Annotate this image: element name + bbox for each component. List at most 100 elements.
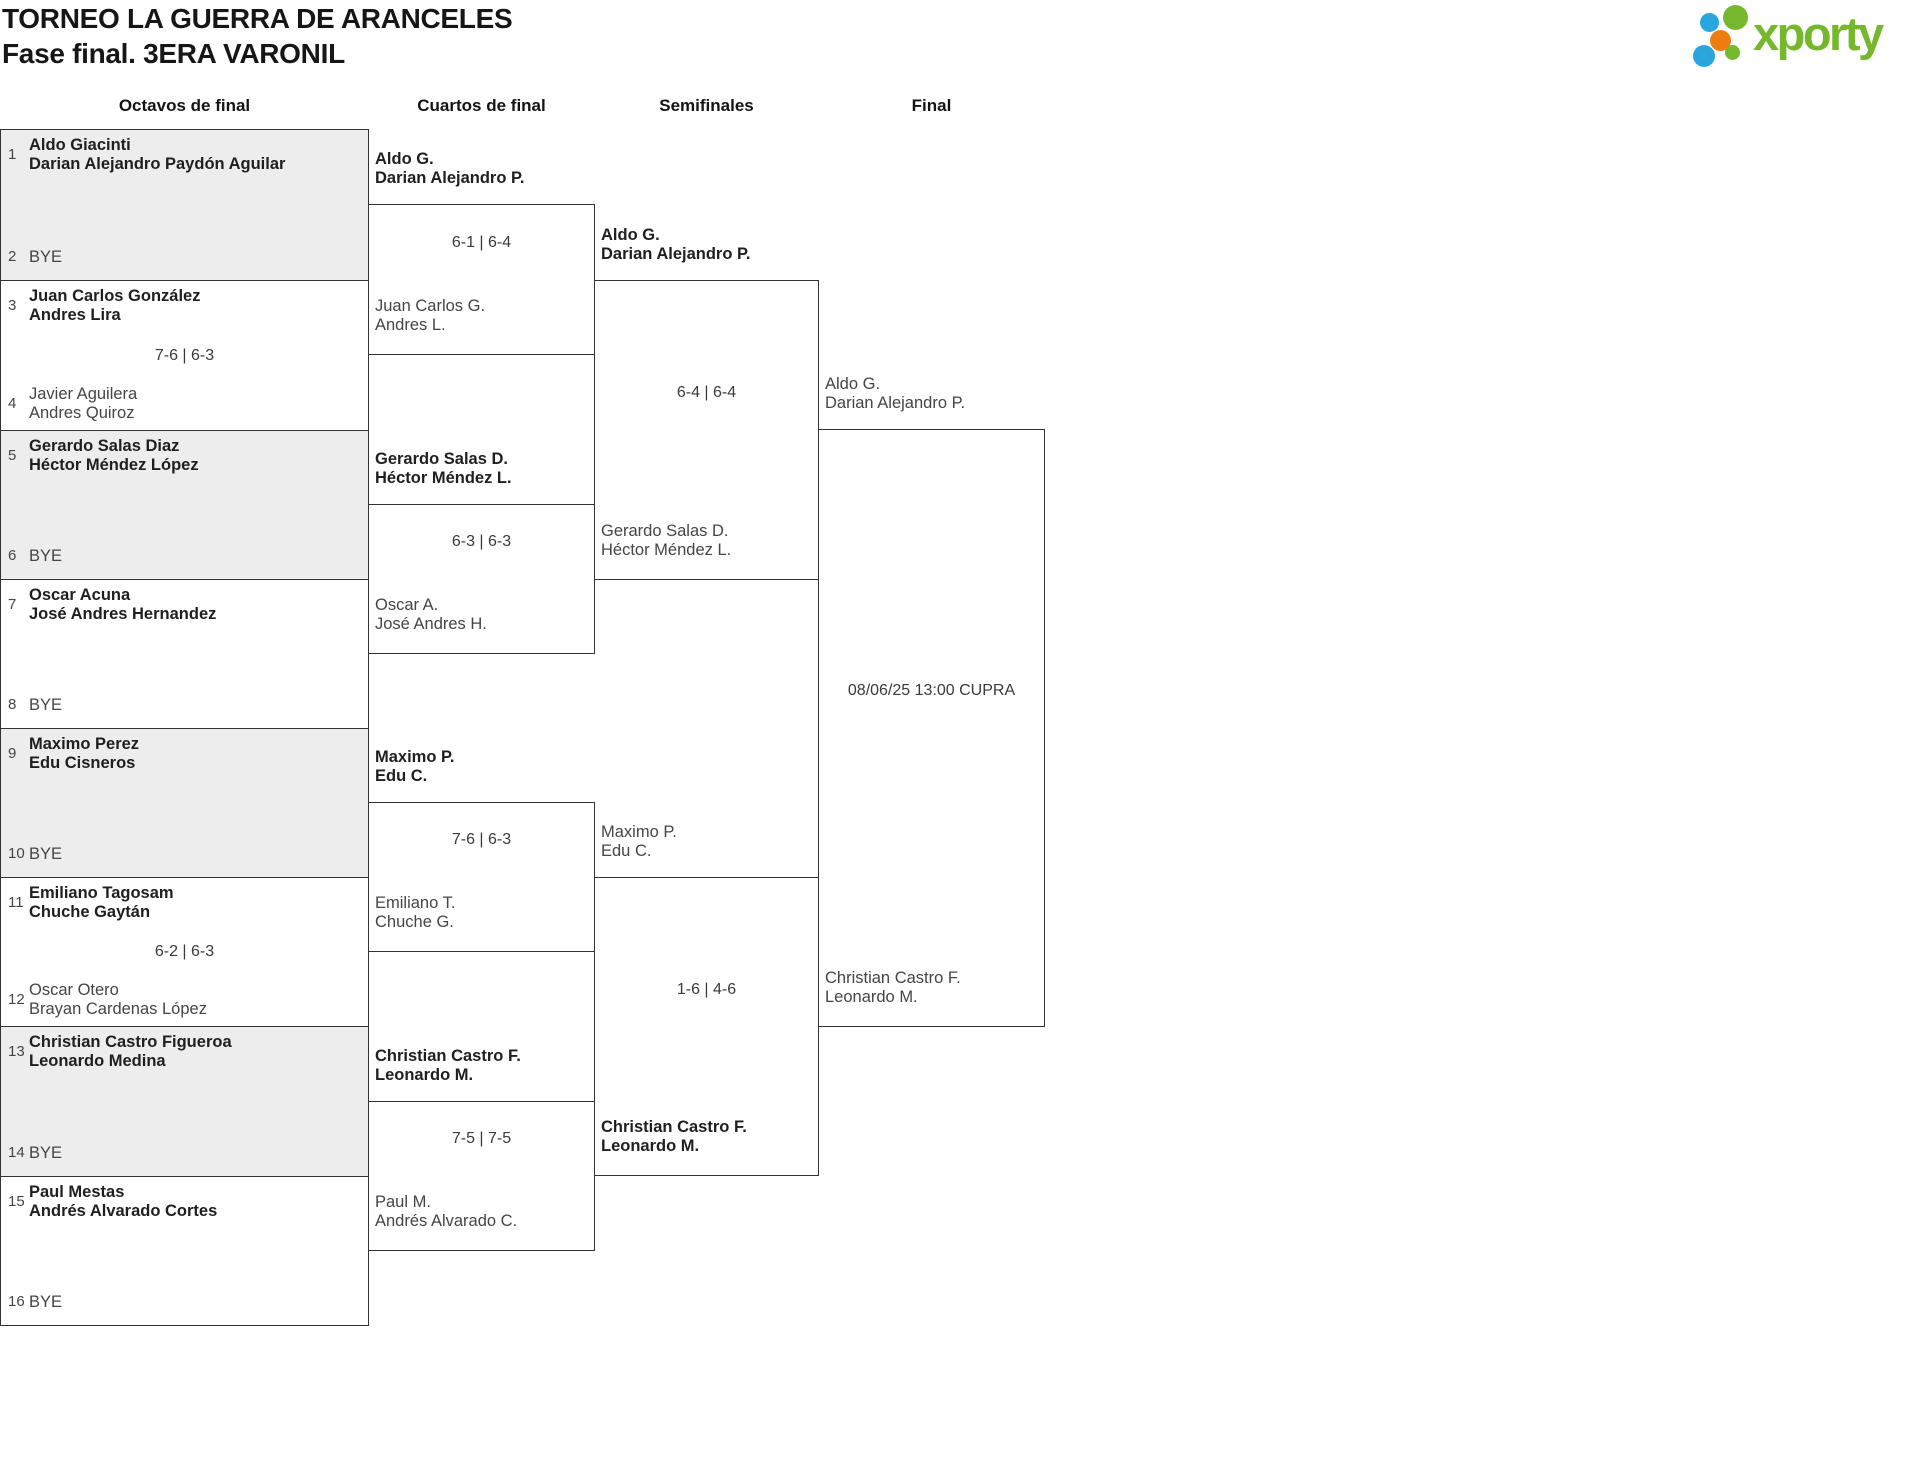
team-name: Andres L. xyxy=(375,315,446,334)
loser-names: Juan Carlos G.Andres L. xyxy=(375,297,485,334)
team-name: Edu Cisneros xyxy=(29,753,136,772)
team-name: Christian Castro Figueroa xyxy=(29,1033,232,1051)
team-name: Darian Alejandro P. xyxy=(375,168,525,187)
team-name: Chuche G. xyxy=(375,912,454,931)
team-row: 10 BYE xyxy=(1,845,368,864)
logo-dot-icon xyxy=(1723,5,1748,30)
team-name: Chuche Gaytán xyxy=(29,902,151,921)
bracket-match-cuartos-2[interactable]: Gerardo Salas D.Héctor Méndez L. 6-3 | 6… xyxy=(368,450,595,654)
match-score: 6-1 | 6-4 xyxy=(451,233,512,251)
team-name: Emiliano T. xyxy=(375,894,456,912)
team-name: BYE xyxy=(29,546,63,565)
team-name: Juan Carlos G. xyxy=(375,297,486,315)
loser-names: Maximo P.Edu C. xyxy=(601,823,677,860)
team-name: Paul M. xyxy=(375,1193,431,1211)
team-name: Héctor Méndez L. xyxy=(375,468,512,487)
team-name: Maximo P. xyxy=(375,748,455,766)
page-title: TORNEO LA GUERRA DE ARANCELES Fase final… xyxy=(2,1,513,71)
team-name: Héctor Méndez L. xyxy=(601,540,732,559)
bracket-match-semifinal-1[interactable]: Aldo G.Darian Alejandro P. 6-4 | 6-4 Ger… xyxy=(594,226,819,580)
bracket-match-final[interactable]: Aldo G.Darian Alejandro P. 08/06/25 13:0… xyxy=(818,375,1045,1027)
team-name: Leonardo M. xyxy=(601,1136,700,1155)
winner-names: Gerardo Salas D.Héctor Méndez L. xyxy=(375,450,512,487)
round-header-octavos: Octavos de final xyxy=(118,96,251,115)
logo-dot-icon xyxy=(1693,45,1715,67)
team-name: Andrés Alvarado C. xyxy=(375,1211,518,1230)
match-score: 7-5 | 7-5 xyxy=(451,1130,512,1147)
team-row: 16 BYE xyxy=(1,1293,368,1312)
team-name: Darian Alejandro Paydón Aguilar xyxy=(29,154,286,173)
team-name: Christian Castro F. xyxy=(601,1118,747,1136)
team-name: Maximo P. xyxy=(601,823,677,841)
bracket-match-cuartos-1[interactable]: Aldo G.Darian Alejandro P. 6-1 | 6-4 Jua… xyxy=(368,150,595,355)
team-name: Emiliano Tagosam xyxy=(29,884,174,902)
seed-number: 4 xyxy=(8,395,17,412)
team-row: 8 BYE xyxy=(1,696,368,715)
seed-number: 3 xyxy=(8,297,17,314)
winner-names: Aldo G.Darian Alejandro P. xyxy=(601,226,750,263)
seed-number: 13 xyxy=(8,1043,25,1060)
team-name: Andres Lira xyxy=(29,305,121,324)
team-name: Gerardo Salas Diaz xyxy=(29,437,180,455)
finalist-bottom-names: Christian Castro F.Leonardo M. xyxy=(825,969,961,1006)
tournament-name: TORNEO LA GUERRA DE ARANCELES xyxy=(2,3,513,34)
match-score: 6-4 | 6-4 xyxy=(676,384,737,401)
seed-number: 1 xyxy=(8,146,17,163)
team-name: José Andres H. xyxy=(375,614,487,633)
loser-names: Gerardo Salas D.Héctor Méndez L. xyxy=(601,522,731,559)
round-header-semifinales: Semifinales xyxy=(659,96,754,115)
seed-number: 6 xyxy=(8,547,17,565)
seed-number: 14 xyxy=(8,1144,25,1162)
seed-number: 16 xyxy=(8,1293,25,1311)
match-score: 1-6 | 4-6 xyxy=(676,980,737,998)
team-name: Gerardo Salas D. xyxy=(375,450,508,468)
team-name: BYE xyxy=(29,1143,63,1162)
seed-number: 10 xyxy=(8,845,25,863)
logo-dot-icon xyxy=(1700,13,1719,32)
team-name: Maximo Perez xyxy=(29,735,140,753)
team-name: Leonardo Medina xyxy=(29,1051,166,1070)
team-row: 2 BYE xyxy=(1,248,368,267)
team-name: José Andres Hernandez xyxy=(29,604,217,623)
xporty-logo[interactable]: xporty xyxy=(1690,0,1918,78)
team-name: Oscar Acuna xyxy=(29,586,131,604)
team-name: Aldo Giacinti xyxy=(29,136,131,154)
team-name: BYE xyxy=(29,695,63,714)
finalist-top-names: Aldo G.Darian Alejandro P. xyxy=(825,375,965,412)
team-name: Javier Aguilera xyxy=(29,385,138,403)
team-name: Edu C. xyxy=(375,766,428,785)
team-row: 6 BYE xyxy=(1,547,368,566)
team-name: Aldo G. xyxy=(601,226,660,244)
team-name: Brayan Cardenas López xyxy=(29,999,207,1018)
team-name: Leonardo M. xyxy=(375,1065,474,1084)
team-name: Andrés Alvarado Cortes xyxy=(29,1201,218,1220)
team-name: Paul Mestas xyxy=(29,1183,125,1201)
team-name: Christian Castro F. xyxy=(375,1047,521,1065)
bracket-match-cuartos-4[interactable]: Christian Castro F.Leonardo M. 7-5 | 7-5… xyxy=(368,1047,595,1251)
bracket-match-cuartos-3[interactable]: Maximo P.Edu C. 7-6 | 6-3 Emiliano T.Chu… xyxy=(368,748,595,952)
logo-wordmark: xporty xyxy=(1753,7,1884,60)
match-score: 6-3 | 6-3 xyxy=(451,533,512,550)
winner-names: Aldo G.Darian Alejandro P. xyxy=(375,150,524,187)
team-name: BYE xyxy=(29,1292,63,1311)
seed-number: 8 xyxy=(8,696,17,714)
seed-number: 7 xyxy=(8,596,17,613)
winner-names: Christian Castro F.Leonardo M. xyxy=(601,1118,747,1155)
team-name: BYE xyxy=(29,844,63,863)
match-score: 7-6 | 6-3 xyxy=(154,346,215,364)
bracket-match-semifinal-2[interactable]: Maximo P.Edu C. 1-6 | 4-6 Christian Cast… xyxy=(594,823,819,1176)
